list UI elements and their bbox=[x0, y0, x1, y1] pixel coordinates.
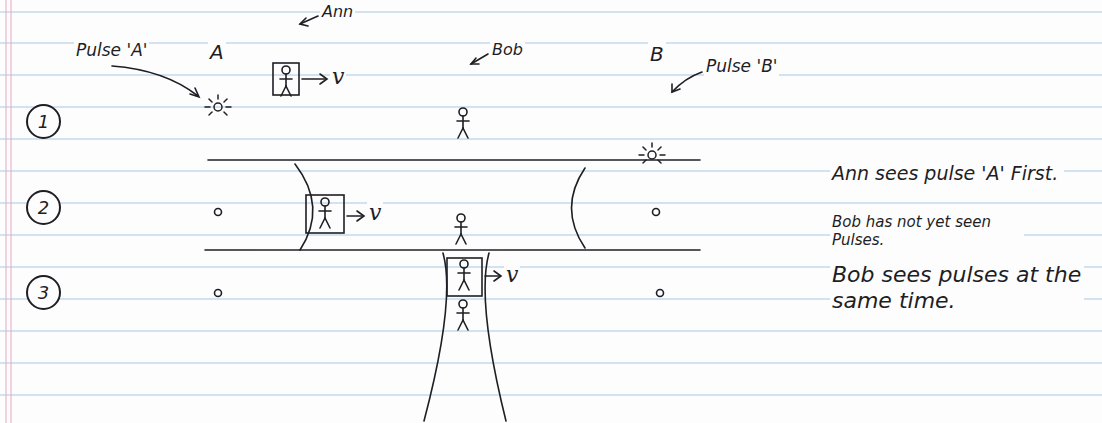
pulse-label: Pulse 'B' bbox=[704, 56, 779, 76]
velocity-label: v bbox=[504, 262, 520, 288]
pulse-label: Pulse 'A' bbox=[74, 40, 149, 60]
note: Bob has not yet seen Pulses. bbox=[830, 213, 1024, 249]
velocity-label: v bbox=[367, 200, 383, 226]
person-label: Bob bbox=[490, 40, 525, 59]
step-circle: 3 bbox=[26, 275, 61, 310]
step-circle: 2 bbox=[26, 190, 61, 225]
step-number: 3 bbox=[38, 282, 49, 303]
velocity-label: v bbox=[330, 64, 346, 90]
note: Bob sees pulses at the same time. bbox=[830, 262, 1084, 315]
step-circle: 1 bbox=[26, 104, 61, 139]
point-label: A bbox=[208, 40, 226, 64]
step-number: 2 bbox=[38, 197, 49, 218]
note: Ann sees pulse 'A' First. bbox=[830, 162, 1064, 185]
point-label: B bbox=[648, 42, 666, 66]
person-label: Ann bbox=[320, 2, 355, 21]
step-number: 1 bbox=[38, 111, 49, 132]
